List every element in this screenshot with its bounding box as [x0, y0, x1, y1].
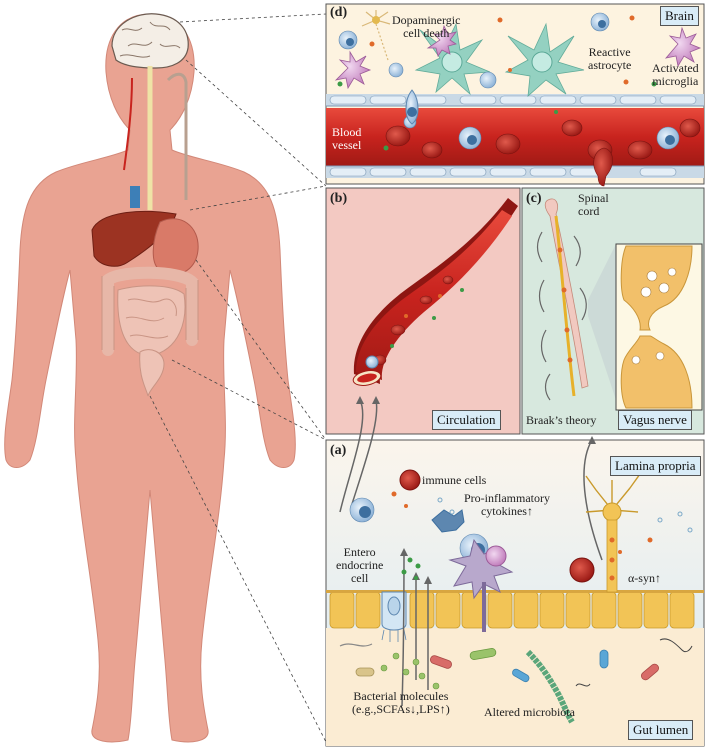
- rectum-organ: [139, 349, 165, 397]
- panel-c-letter: (c): [526, 191, 542, 206]
- astrocyte-label: Reactive astrocyte: [588, 46, 631, 72]
- lamina-propria-title: Lamina propria: [610, 456, 701, 476]
- colon-organ: [102, 266, 198, 356]
- dopaminergic-line-1: Dopaminergic: [392, 13, 461, 27]
- spinal-cord-label: Spinal cord: [578, 192, 609, 218]
- microglia-line-1: Activated: [652, 61, 699, 75]
- stomach-organ: [152, 218, 199, 275]
- panel-b-letter: (b): [330, 191, 348, 206]
- braak-label: Braak’s theory: [526, 413, 597, 427]
- asyn-label: α-syn↑: [628, 571, 661, 585]
- microglia-line-2: microglia: [652, 74, 699, 88]
- spinal-cord-line-1: Spinal: [578, 191, 609, 205]
- panel-c-title: Vagus nerve: [618, 410, 692, 430]
- enteroendocrine-line-3: cell: [350, 571, 369, 585]
- panel-circulation: [325, 187, 521, 435]
- panel-vagus: [521, 187, 705, 435]
- panel-gut: [325, 396, 705, 747]
- panel-brain: [325, 3, 705, 187]
- spinal-cord-line-2: cord: [578, 204, 600, 218]
- cytokines-line-1: Pro-inflammatory: [464, 491, 550, 505]
- microbiota-label: Altered microbiota: [484, 705, 575, 719]
- panel-b-title: Circulation: [432, 410, 501, 430]
- cytokines-label: Pro-inflammatory cytokines↑: [464, 492, 550, 518]
- astrocyte-line-2: astrocyte: [588, 58, 632, 72]
- blood-vessel-line-2: vessel: [332, 138, 362, 152]
- bacterial-molecules-label: Bacterial molecules (e.g.,SCFAs↓,LPS↑): [352, 690, 450, 716]
- human-body: [4, 13, 296, 743]
- dopaminergic-line-2: cell death: [403, 26, 450, 40]
- panel-d-title: Brain: [660, 6, 699, 26]
- enteroendocrine-label: Entero endocrine cell: [336, 546, 383, 585]
- brain-organ: [111, 13, 189, 69]
- cytokines-line-2: cytokines↑: [480, 504, 533, 518]
- blood-vessel-line-1: Blood: [332, 125, 362, 139]
- enteroendocrine-line-2: endocrine: [336, 558, 384, 572]
- panel-d-letter: (d): [330, 5, 348, 20]
- dopaminergic-label: Dopaminergic cell death: [392, 14, 460, 40]
- gut-lumen-title: Gut lumen: [628, 720, 694, 740]
- enteroendocrine-line-1: Entero: [343, 545, 376, 559]
- immune-cells-label: immune cells: [422, 473, 487, 487]
- bacterial-line-1: Bacterial molecules: [353, 689, 449, 703]
- blood-vessel-label: Blood vessel: [332, 126, 361, 152]
- astrocyte-line-1: Reactive: [588, 45, 631, 59]
- zoom-lines: [149, 13, 327, 743]
- panel-a-letter: (a): [330, 443, 347, 458]
- bacterial-line-2: (e.g.,SCFAs↓,LPS↑): [352, 702, 450, 716]
- microglia-label: Activated microglia: [652, 62, 699, 88]
